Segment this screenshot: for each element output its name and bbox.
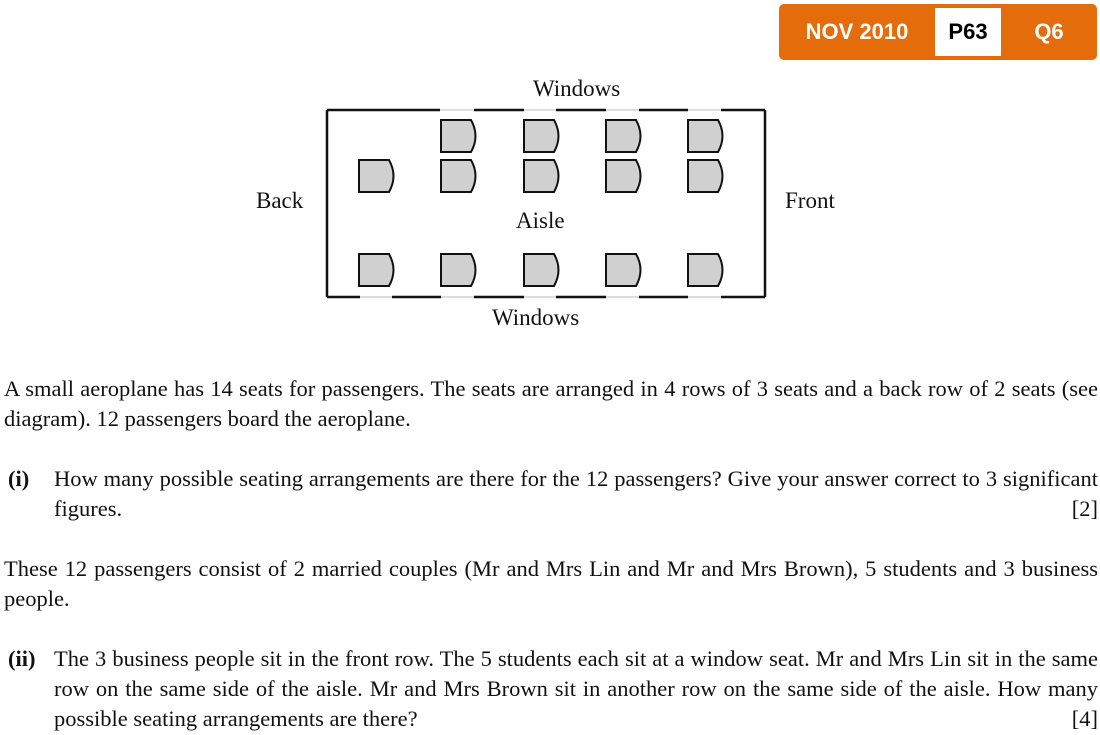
intro-text: A small aeroplane has 14 seats for passe…	[4, 376, 1098, 431]
seat	[523, 253, 560, 287]
back-label: Back	[256, 188, 304, 213]
badge-session: NOV 2010	[805, 19, 909, 44]
seat	[605, 159, 642, 193]
seat	[440, 159, 477, 193]
seat	[605, 119, 642, 153]
aisle-label: Aisle	[516, 208, 565, 233]
seat	[523, 159, 560, 193]
seat	[687, 253, 724, 287]
seat	[440, 253, 477, 287]
seat	[523, 119, 560, 153]
question-badge: NOV 2010 P63 Q6	[779, 4, 1097, 60]
seat	[687, 119, 724, 153]
part-i-marks: [2]	[1071, 496, 1098, 521]
seat	[358, 253, 395, 287]
seat	[358, 159, 395, 193]
seat	[605, 253, 642, 287]
part-ii-marks: [4]	[1071, 706, 1098, 731]
windows-top-label: Windows	[533, 76, 621, 101]
seating-diagram	[325, 108, 767, 299]
badge-paper: P63	[935, 8, 1001, 56]
windows-bottom-label: Windows	[492, 305, 580, 330]
part-ii-number: (ii)	[8, 646, 36, 671]
part-i-text: How many possible seating arrangements a…	[54, 466, 1098, 521]
front-label: Front	[785, 188, 835, 213]
middle-text: These 12 passengers consist of 2 married…	[4, 556, 1098, 611]
part-i-number: (i)	[8, 466, 30, 491]
part-ii: (ii) The 3 business people sit in the fr…	[8, 644, 1098, 734]
part-ii-text: The 3 business people sit in the front r…	[54, 646, 1098, 731]
badge-question: Q6	[1034, 19, 1064, 44]
seat	[687, 159, 724, 193]
seat	[440, 119, 477, 153]
part-i: (i) How many possible seating arrangemen…	[8, 464, 1098, 524]
